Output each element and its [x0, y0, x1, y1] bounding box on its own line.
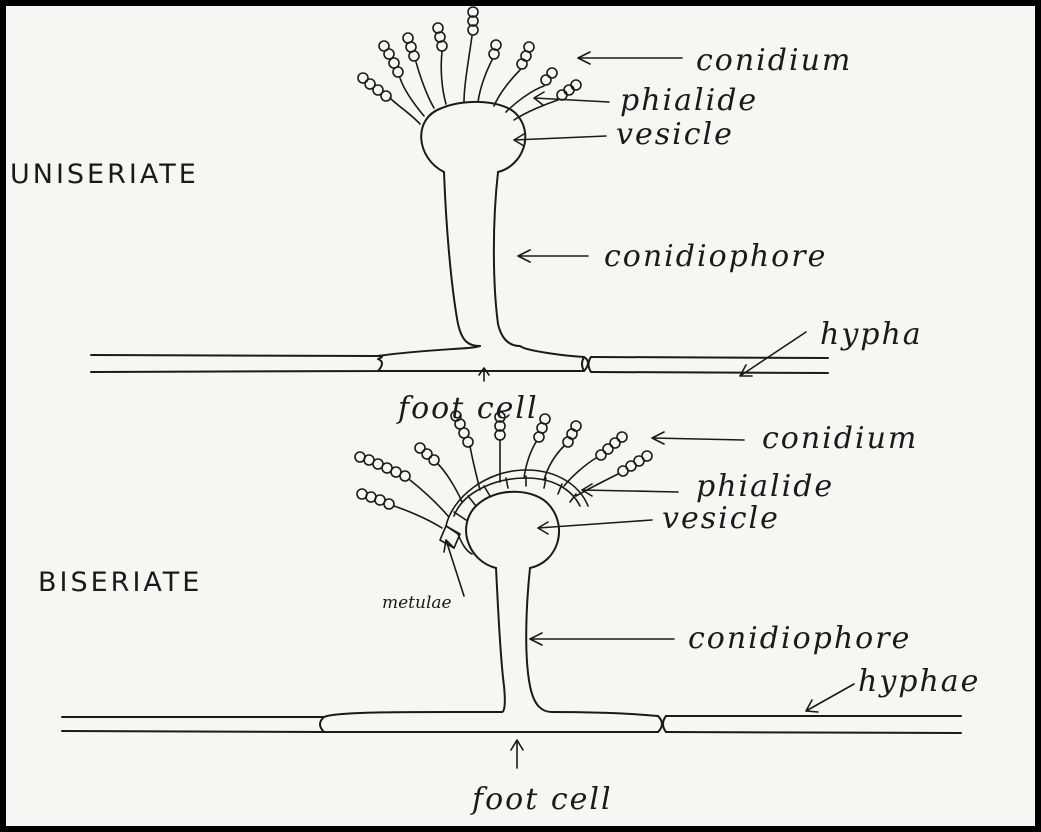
arrow-conidiophore — [518, 250, 588, 262]
arrow-conidium — [578, 52, 682, 64]
uniseriate-figure: UNISERIATE conidium phialide vesicle con… — [10, 7, 923, 426]
arrow-hypha — [740, 332, 806, 376]
biseriate-figure: BISERIATE conidium phialide vesicle metu… — [38, 411, 980, 817]
uniseriate-vesicle — [421, 102, 525, 172]
biseriate-label-conidiophore: conidiophore — [688, 621, 911, 656]
uniseriate-conidiophore — [444, 172, 520, 346]
aspergillus-diagram: UNISERIATE conidium phialide vesicle con… — [6, 6, 1035, 826]
biseriate-label-hyphae: hyphae — [858, 664, 980, 699]
biseriate-label-metulae: metulae — [382, 593, 452, 613]
biseriate-metulae — [440, 470, 588, 554]
arrow-foot-cell — [479, 368, 489, 381]
biseriate-label-conidium: conidium — [762, 421, 918, 456]
biseriate-label-phialide: phialide — [696, 469, 834, 504]
biseriate-vesicle — [466, 492, 559, 568]
biseriate-hyphae — [62, 712, 961, 733]
biseriate-conidiophore — [496, 568, 552, 712]
uniseriate-label-vesicle: vesicle — [616, 117, 734, 152]
uniseriate-label-foot-cell: foot cell — [396, 391, 539, 426]
uniseriate-heading: UNISERIATE — [10, 159, 199, 190]
uniseriate-label-conidium: conidium — [696, 43, 852, 78]
uniseriate-label-hypha: hypha — [820, 317, 923, 352]
arrow-conidiophore — [530, 633, 674, 645]
arrow-hyphae — [806, 684, 854, 712]
arrow-conidium — [652, 432, 744, 444]
uniseriate-label-conidiophore: conidiophore — [604, 239, 827, 274]
arrow-metulae — [444, 540, 464, 596]
biseriate-heading: BISERIATE — [38, 567, 202, 598]
arrow-vesicle — [538, 520, 652, 534]
arrow-vesicle — [514, 134, 606, 146]
biseriate-label-foot-cell: foot cell — [470, 782, 613, 817]
uniseriate-hypha — [91, 346, 828, 373]
biseriate-phialides — [394, 440, 618, 528]
biseriate-label-vesicle: vesicle — [662, 501, 780, 536]
arrow-foot-cell — [511, 740, 523, 768]
uniseriate-label-phialide: phialide — [620, 83, 758, 118]
